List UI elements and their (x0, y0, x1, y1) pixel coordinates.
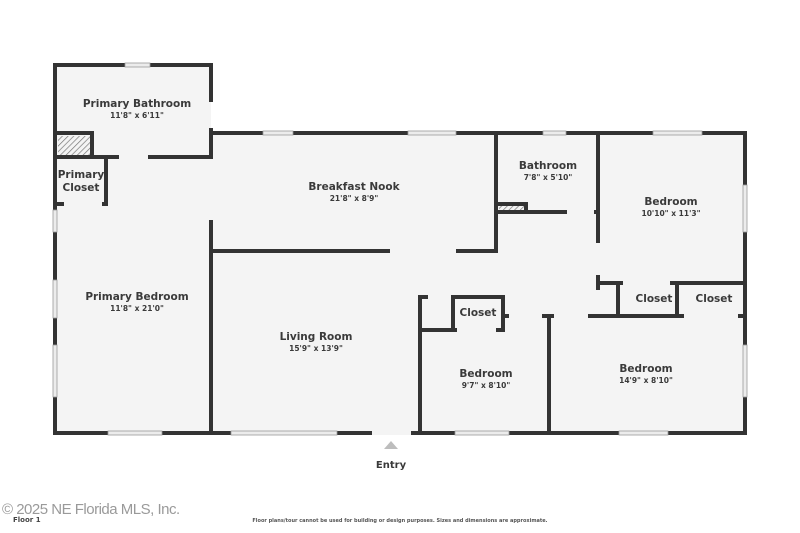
entry-label: Entry (376, 460, 407, 471)
svg-text:Bathroom: Bathroom (519, 160, 577, 172)
svg-text:Closet: Closet (460, 307, 497, 319)
room-primary-bathroom: Primary Bathroom 11'8" x 6'11" (83, 98, 191, 120)
disclaimer-text: Floor plans/tour cannot be used for buil… (252, 518, 548, 524)
svg-text:9'7" x 8'10": 9'7" x 8'10" (462, 381, 511, 390)
svg-text:15'9" x 13'9": 15'9" x 13'9" (289, 344, 343, 353)
room-bedroom-se: Bedroom 14'9" x 8'10" (619, 363, 673, 385)
room-closet-mid: Closet (460, 307, 497, 319)
chase-hatch (58, 136, 90, 156)
floor-fill (55, 65, 745, 433)
entry-arrow-icon (384, 441, 398, 449)
walls (53, 63, 747, 435)
svg-text:Primary: Primary (58, 169, 105, 181)
floor-label: Floor 1 (13, 516, 41, 524)
svg-text:Closet: Closet (63, 182, 100, 194)
svg-text:11'8" x 6'11": 11'8" x 6'11" (110, 111, 164, 120)
svg-text:Primary Bathroom: Primary Bathroom (83, 98, 191, 110)
chase-hatch (499, 204, 526, 212)
svg-text:11'8" x 21'0": 11'8" x 21'0" (110, 304, 164, 313)
svg-text:10'10" x 11'3": 10'10" x 11'3" (642, 209, 701, 218)
svg-text:Bedroom: Bedroom (619, 363, 672, 375)
room-living-room: Living Room 15'9" x 13'9" (280, 331, 353, 353)
svg-text:Bedroom: Bedroom (459, 368, 512, 380)
svg-text:21'8" x 8'9": 21'8" x 8'9" (330, 194, 379, 203)
room-primary-closet: Primary Closet (58, 169, 105, 194)
copyright-watermark: © 2025 NE Florida MLS, Inc. (2, 501, 180, 518)
svg-text:Closet: Closet (696, 293, 733, 305)
svg-text:Closet: Closet (636, 293, 673, 305)
windows (52, 62, 748, 436)
room-closet-ne-2: Closet (696, 293, 733, 305)
room-bedroom-s: Bedroom 9'7" x 8'10" (459, 368, 512, 390)
entry-marker: Entry (372, 431, 411, 471)
room-closet-ne-1: Closet (636, 293, 673, 305)
svg-text:14'9" x 8'10": 14'9" x 8'10" (619, 376, 673, 385)
room-breakfast-nook: Breakfast Nook 21'8" x 8'9" (308, 181, 400, 203)
svg-text:Bedroom: Bedroom (644, 196, 697, 208)
svg-text:7'8" x 5'10": 7'8" x 5'10" (524, 173, 573, 182)
room-bedroom-ne: Bedroom 10'10" x 11'3" (642, 196, 701, 218)
svg-text:Living Room: Living Room (280, 331, 353, 343)
svg-text:Primary Bedroom: Primary Bedroom (85, 291, 188, 303)
svg-text:Breakfast Nook: Breakfast Nook (308, 181, 400, 193)
room-bathroom: Bathroom 7'8" x 5'10" (519, 160, 577, 182)
room-primary-bedroom: Primary Bedroom 11'8" x 21'0" (85, 291, 188, 313)
